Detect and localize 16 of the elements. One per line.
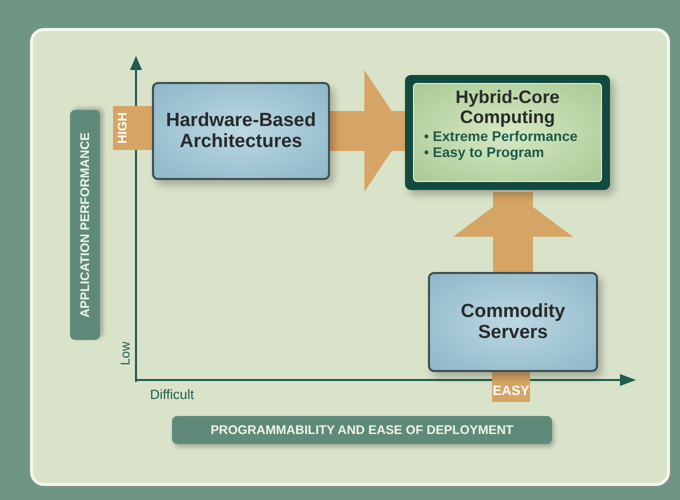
bullet-item: • Easy to Program: [424, 144, 546, 162]
axis-label: EASY: [492, 383, 530, 398]
axis-label: Difficult: [150, 387, 194, 402]
axis-label: Low: [118, 341, 132, 365]
process-box: [152, 82, 330, 180]
arrow: [453, 192, 573, 272]
highlight-box: [405, 75, 610, 190]
axis-label: HIGH: [116, 112, 130, 144]
box-title: Hybrid-Core Computing: [454, 88, 560, 128]
arrow: [330, 70, 405, 192]
box-label: Commodity Servers: [460, 300, 566, 344]
bullet-item: • Extreme Performance: [424, 128, 579, 144]
axis-title: APPLICATION PERFORMANCE: [70, 110, 100, 340]
axis-title: PROGRAMMABILITY AND EASE OF DEPLOYMENT: [172, 416, 552, 444]
box-label: Hardware-Based Architectures: [165, 110, 317, 152]
process-box: [428, 272, 598, 372]
